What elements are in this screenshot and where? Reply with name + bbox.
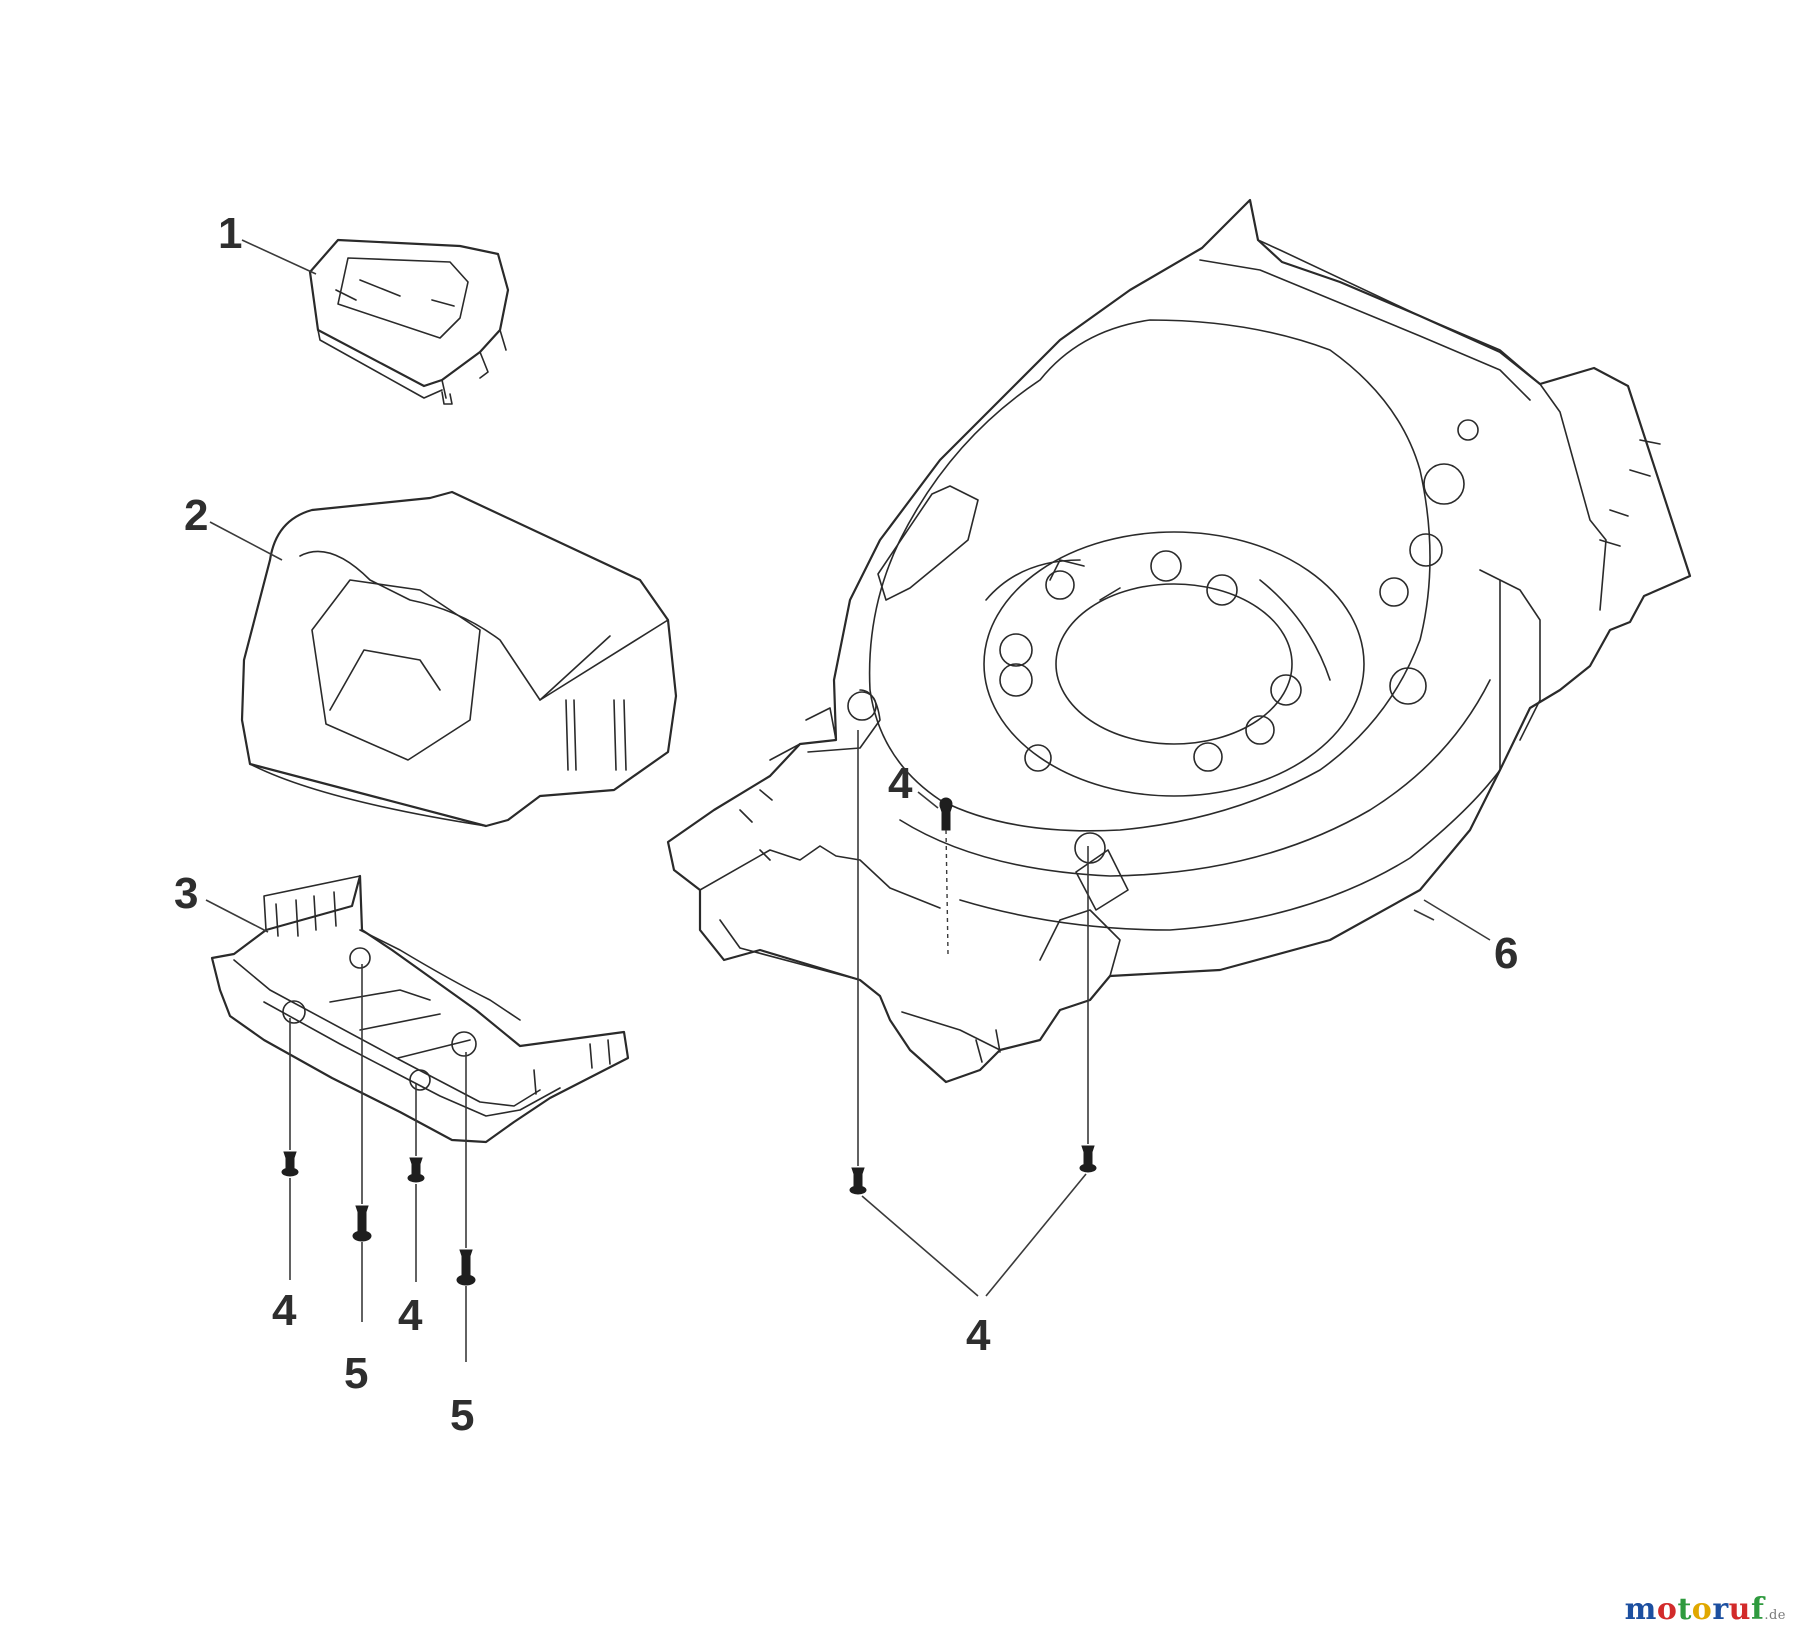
watermark-logo: motoruf.de <box>1625 1592 1786 1627</box>
callout-4-plate-left: 4 <box>272 1286 297 1335</box>
mower-deck-icon <box>666 198 1692 1084</box>
callout-3: 3 <box>174 869 198 918</box>
callout-4-deck-group: 4 <box>966 1311 991 1360</box>
leader-lines <box>205 239 1491 1362</box>
bottom-plate-icon <box>210 874 630 1144</box>
callout-6: 6 <box>1494 929 1518 978</box>
screw-icon <box>456 1249 476 1286</box>
watermark-letter: t <box>1677 1592 1692 1627</box>
watermark-letter: o <box>1656 1592 1678 1627</box>
callout-1: 1 <box>218 209 242 258</box>
callout-labels: 1 2 3 4 4 4 4 5 5 6 <box>174 209 1518 1440</box>
watermark-letter: u <box>1728 1592 1751 1627</box>
front-cover-icon <box>240 490 678 828</box>
screw-icon <box>849 1167 867 1195</box>
screw-icon <box>407 1157 425 1183</box>
watermark-letter: o <box>1691 1592 1713 1627</box>
watermark-letter: r <box>1712 1592 1729 1627</box>
watermark-tld: .de <box>1764 1608 1786 1623</box>
screw-icon <box>352 1205 372 1242</box>
callout-2: 2 <box>184 491 208 540</box>
callout-5-left: 5 <box>344 1349 368 1398</box>
callout-4-plate-right: 4 <box>398 1291 423 1340</box>
callout-5-right: 5 <box>450 1391 474 1440</box>
screw-icon <box>281 1151 299 1177</box>
watermark-letter: m <box>1624 1592 1657 1627</box>
screw-icon <box>939 797 953 831</box>
handle-cap-icon <box>308 238 510 405</box>
watermark-letter: f <box>1750 1592 1765 1627</box>
watermark-brand: motoruf <box>1625 1592 1765 1627</box>
callout-4-deck: 4 <box>888 759 913 808</box>
screw-icon <box>1079 1145 1097 1173</box>
